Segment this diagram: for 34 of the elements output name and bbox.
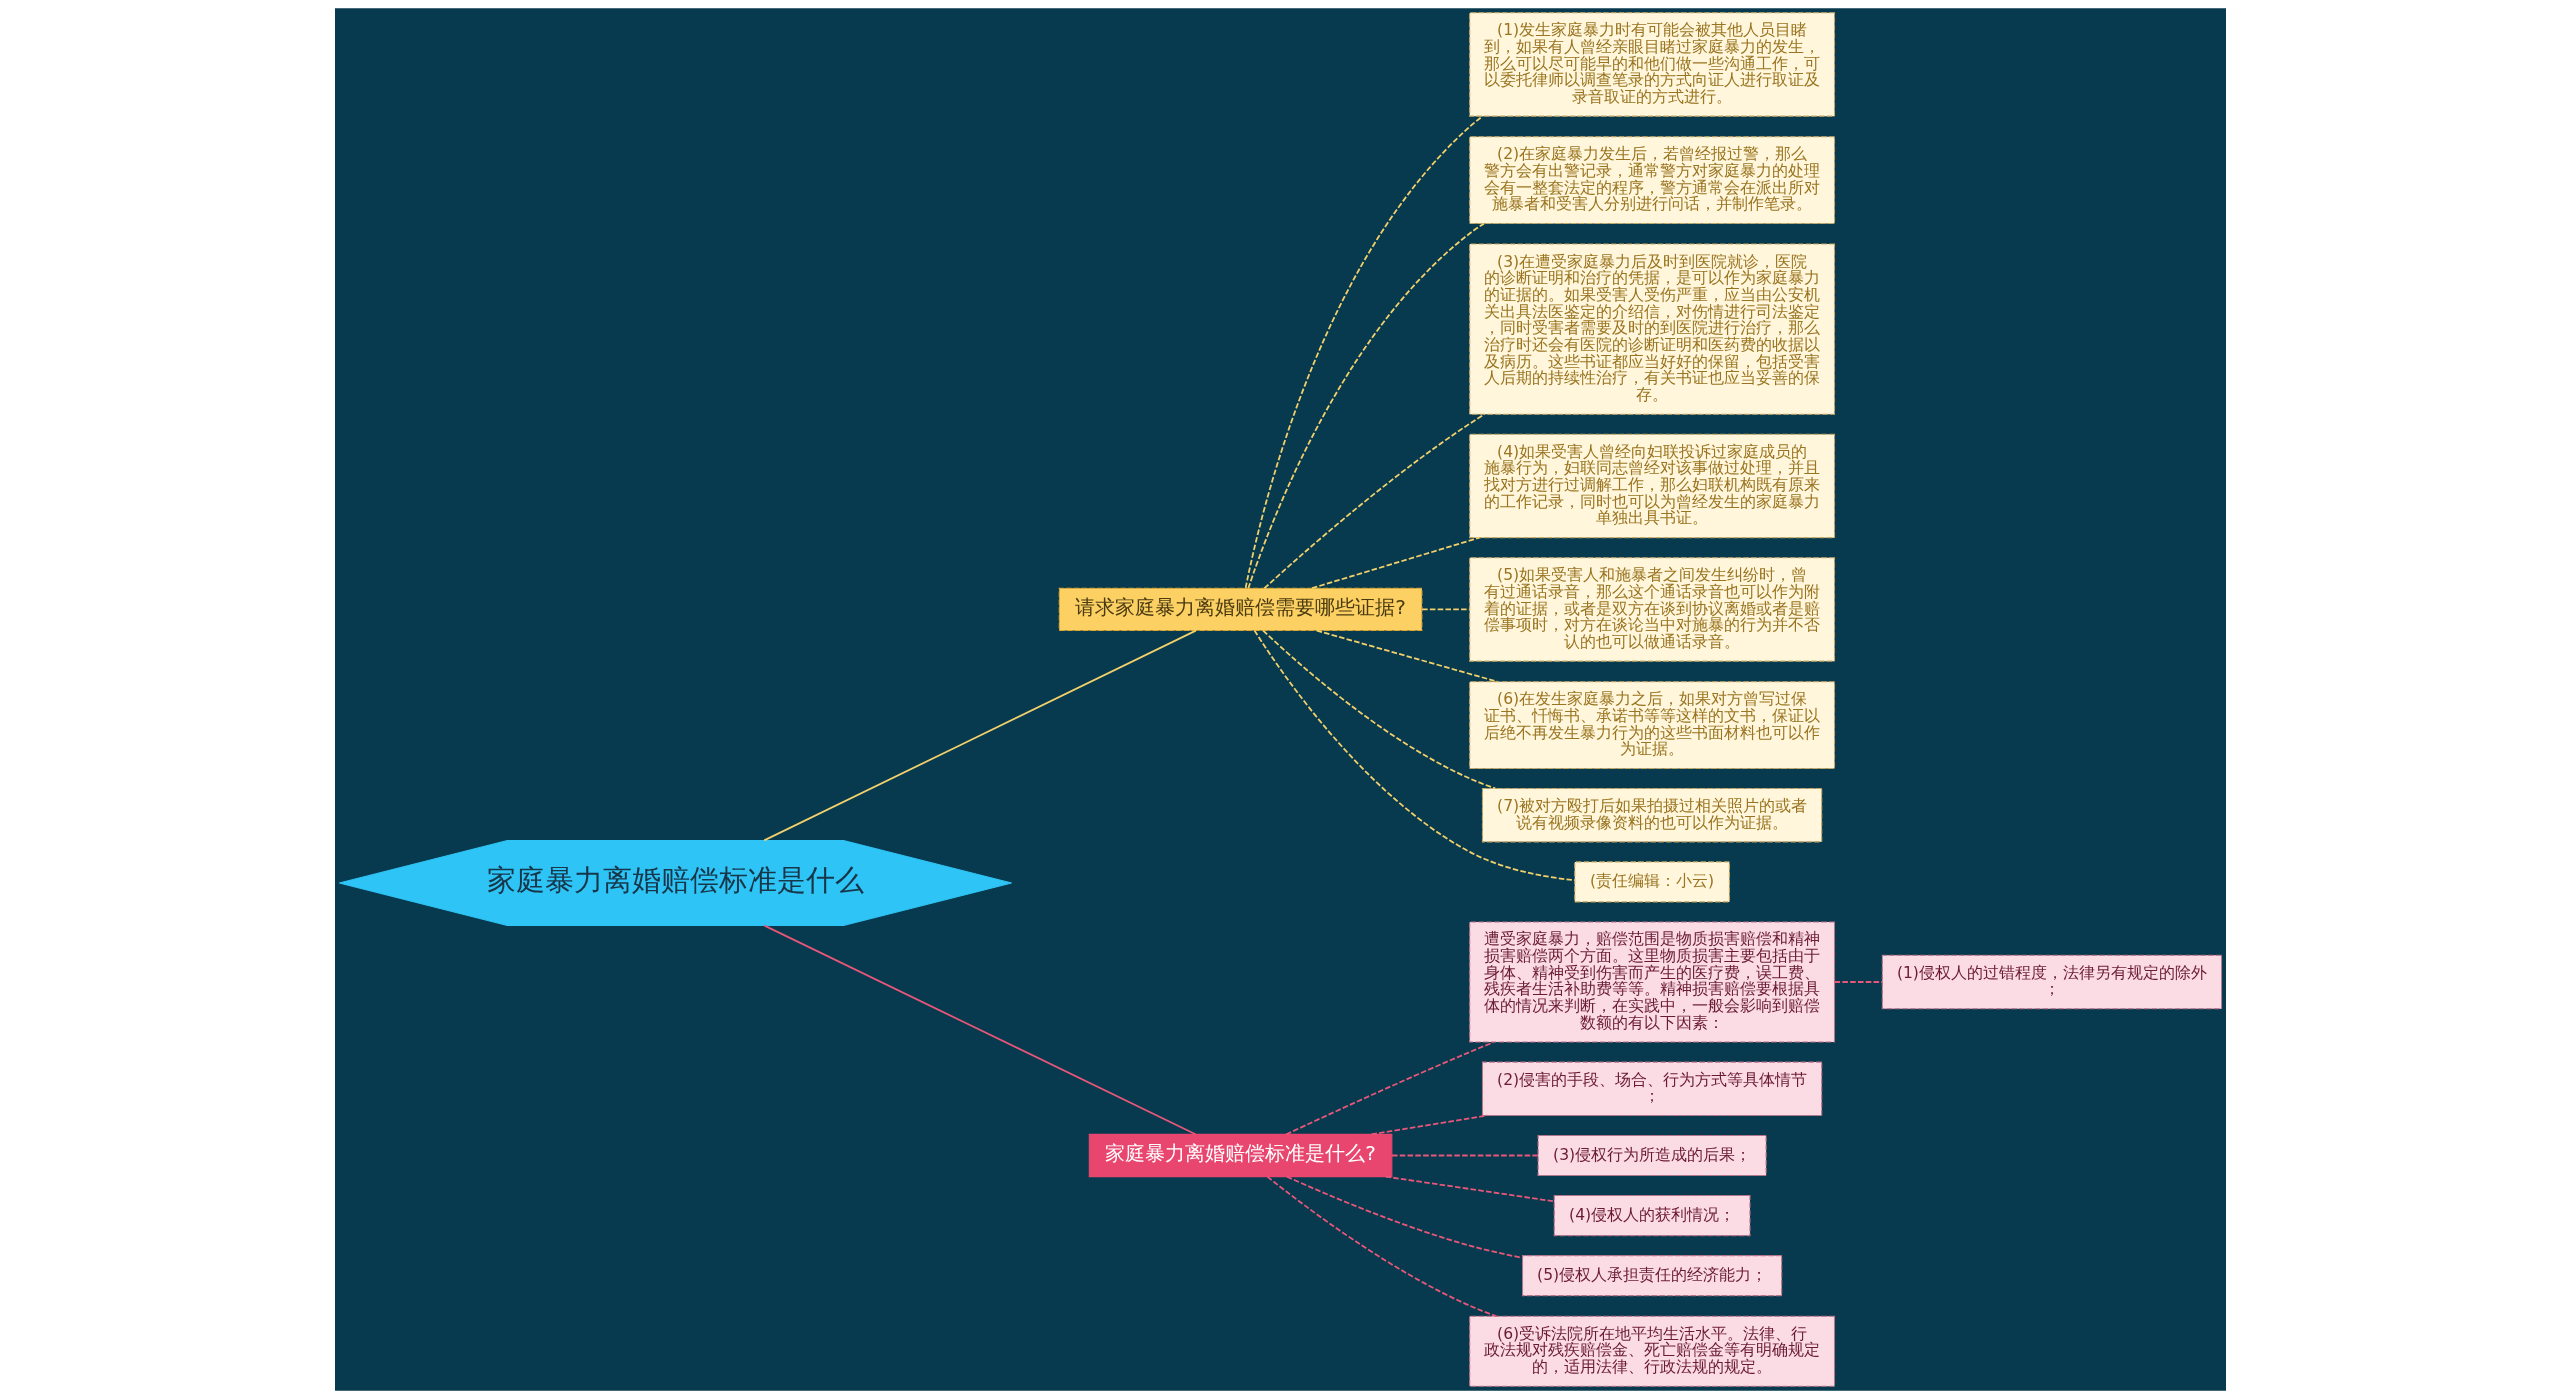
connector	[1833, 981, 1883, 983]
node-box: (4)侵权人的获利情况；	[1553, 1195, 1751, 1237]
connector	[1284, 1041, 1494, 1136]
node-box: (5)侵权人承担责任的经济能力；	[1521, 1255, 1782, 1297]
connector	[1384, 1175, 1555, 1203]
connector	[1315, 629, 1498, 683]
connector	[1244, 115, 1483, 589]
node-box: (3)侵权行为所造成的后果；	[1537, 1134, 1767, 1177]
connector	[1310, 536, 1480, 590]
connector	[1253, 629, 1576, 882]
node-box: 家庭暴力离婚赔偿标准是什么?	[1088, 1133, 1392, 1178]
connector	[1285, 1175, 1523, 1259]
node-box: (2)侵害的手段、场合、行为方式等具体情节；	[1481, 1061, 1822, 1117]
connector	[1265, 1175, 1497, 1318]
node-box: (责任编辑：小云)	[1573, 861, 1730, 903]
connector	[763, 924, 1196, 1136]
node-box: (2)在家庭暴力发生后，若曾经报过警，那么警方会有出警记录，通常警方对家庭暴力的处理会有一整套法定的程序，警方通常会在派出所对施暴者和受害人分别进行问话，并制作笔录。	[1468, 136, 1835, 225]
node-box: (7)被对方殴打后如果拍摄过相关照片的或者说有视频录像资料的也可以作为证据。	[1481, 787, 1822, 843]
node-box: (5)如果受害人和施暴者之间发生纠纷时，曾有过通话录音，那么这个通话录音也可以作为附着的证据，或者是双方在谈到协议离婚或者是赔偿事项时，对方在谈论当中对施暴的行为并不否认的也可以做通话录音。	[1468, 557, 1835, 662]
connector	[762, 629, 1197, 842]
connector	[1370, 1114, 1488, 1136]
node-box: (6)在发生家庭暴力之后，如果对方曾写过保证书、忏悔书、承诺书等等这样的文书，保证以后绝不再发生暴力行为的这些书面材料也可以作为证据。	[1468, 681, 1835, 769]
connector	[1263, 413, 1485, 590]
connector	[1390, 1154, 1539, 1157]
connector	[1246, 222, 1485, 590]
node-box: (1)侵权人的过错程度，法律另有规定的除外；	[1881, 954, 2222, 1010]
node-box: 请求家庭暴力离婚赔偿需要哪些证据?	[1058, 587, 1422, 632]
connector	[1261, 629, 1496, 790]
connector	[1420, 608, 1470, 611]
node-box: 遭受家庭暴力，赔偿范围是物质损害赔偿和精神损害赔偿两个方面。这里物质损害主要包括由于身体、精神受到伤害而产生的医疗费，误工费、残疾者生活补助费等等。精神损害赔偿要根据具体的情况来判断，在实践中，一般会影响到赔偿数额的有以下因素：	[1468, 921, 1835, 1043]
node-box: (6)受诉法院所在地平均生活水平。法律、行政法规对残疾赔偿金、死亡赔偿金等有明确规定的，适用法律、行政法规的规定。	[1468, 1315, 1835, 1387]
node-box: (4)如果受害人曾经向妇联投诉过家庭成员的施暴行为，妇联同志曾经对该事做过处理，并且找对方进行过调解工作，那么妇联机构既有原来的工作记录，同时也可以为曾经发生的家庭暴力单独出具书证。	[1468, 433, 1835, 539]
node-box: (1)发生家庭暴力时有可能会被其他人员目睹到，如果有人曾经亲眼目睹过家庭暴力的发生，那么可以尽可能早的和他们做一些沟通工作，可以委托律师以调查笔录的方式向证人进行取证及录音取证的方式进行。	[1468, 12, 1835, 117]
node-box: (3)在遭受家庭暴力后及时到医院就诊，医院的诊断证明和治疗的凭据，是可以作为家庭暴力的证据的。如果受害人受伤严重，应当由公安机关出具法医鉴定的介绍信，对伤情进行司法鉴定，同时受害者需要及时的到医院进行治疗，那么治疗时还会有医院的诊断证明和医药费的收据以及病历。这些书证都应当好好的保留，包括受害人后期的持续性治疗，有关书证也应当妥善的保存。	[1468, 243, 1835, 415]
